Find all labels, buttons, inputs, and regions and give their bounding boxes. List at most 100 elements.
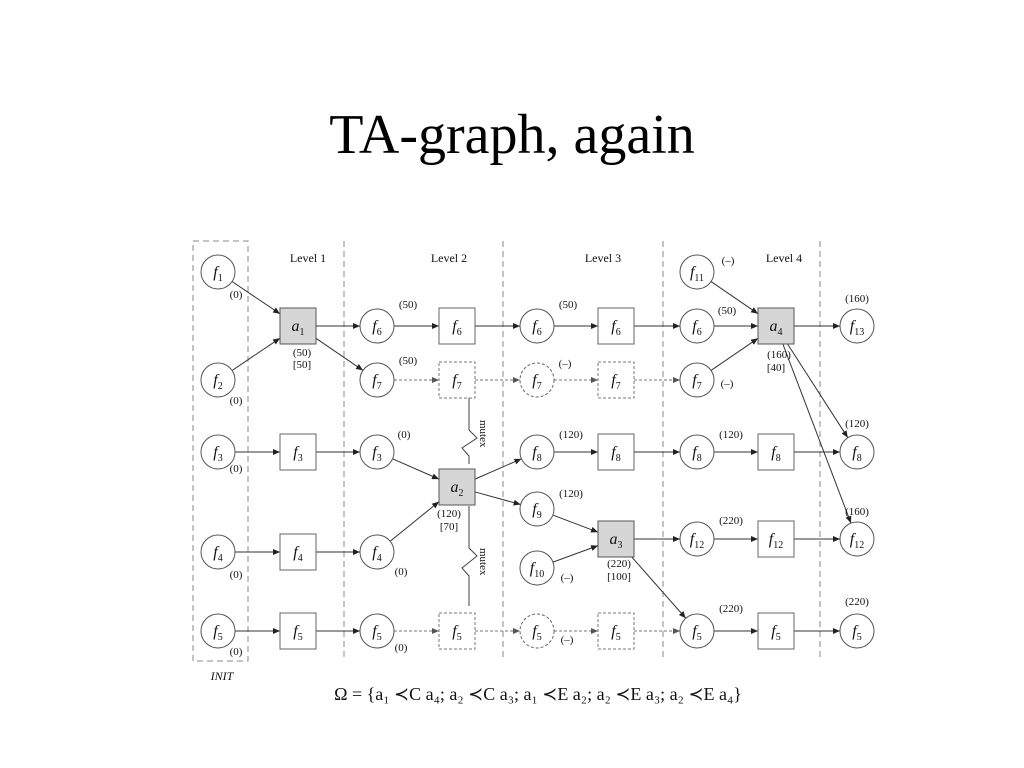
fact-circle <box>200 434 236 470</box>
edge-a2-to-l3-f8 <box>474 458 522 480</box>
node-label: f12 <box>690 531 704 551</box>
node-r2-f7: f7 <box>438 361 476 399</box>
fact-circle <box>359 613 395 649</box>
node-label: f5 <box>372 623 381 643</box>
fact-circle <box>359 308 395 344</box>
edge-init-f1-to-a1 <box>231 281 281 315</box>
edge-a1-to-l2-f7 <box>315 337 364 371</box>
level-4-label: Level 4 <box>766 251 802 265</box>
node-init-f5: f5 <box>200 613 236 649</box>
node-label: f5 <box>452 623 461 643</box>
node-label: f2 <box>213 372 222 392</box>
edge-init-f2-to-a1 <box>231 337 281 371</box>
node-l3-f5: f5 <box>519 613 555 649</box>
node-l4-f8: f8 <box>679 434 715 470</box>
node-label: f5 <box>293 623 302 643</box>
node-label: f5 <box>692 623 701 643</box>
edge-a4-to-g-f8 <box>787 343 849 438</box>
edge-a4-to-g-f12 <box>782 343 852 524</box>
fact-circle <box>679 613 715 649</box>
node-a2: a2 <box>438 468 476 506</box>
constraint-formula: Ω = {a₁ ≺C a₄; a₂ ≺C a₃; a₁ ≺E a₂; a₂ ≺E… <box>334 684 742 704</box>
mutex-label-upper: mutex <box>477 420 489 448</box>
fact-circle <box>519 613 555 649</box>
cost-label-g-f12: (160) <box>845 506 869 518</box>
cost-label-l4-f11: (–) <box>722 255 735 267</box>
cost-label-a4-dur: [40] <box>767 362 785 374</box>
fact-circle <box>359 434 395 470</box>
cost-label-init-f4: (0) <box>230 569 243 581</box>
cost-label-l3-f6: (50) <box>559 299 578 311</box>
cost-label-a1-time: (50) <box>293 347 312 359</box>
cost-label-a3-dur: [100] <box>607 571 631 583</box>
cost-label-a2-time: (120) <box>437 508 461 520</box>
edge-l3-f10-to-a3 <box>552 545 599 563</box>
fact-circle <box>200 362 236 398</box>
node-g-f13: f13 <box>839 308 875 344</box>
node-label: f7 <box>372 372 381 392</box>
noop-box <box>438 361 476 399</box>
cost-label-l4-f7: (–) <box>721 378 734 390</box>
fact-circle <box>519 308 555 344</box>
node-a3: a3 <box>597 520 635 558</box>
fact-circle <box>839 521 875 557</box>
fact-circle <box>200 613 236 649</box>
slide-title: TA-graph, again <box>329 104 695 166</box>
node-label: f8 <box>692 444 701 464</box>
cost-label-l2-f5: (0) <box>395 642 408 654</box>
cost-label-l3-f9: (120) <box>559 488 583 500</box>
fact-circle <box>839 308 875 344</box>
action-box <box>597 520 635 558</box>
node-a1: a1 <box>279 307 317 345</box>
mutex-link-f7-a2 <box>461 398 478 464</box>
node-r4-f8: f8 <box>757 433 795 471</box>
node-label: f6 <box>372 318 381 338</box>
node-label: f5 <box>532 623 541 643</box>
node-l4-f6: f6 <box>679 308 715 344</box>
edge-a3-to-l4-f5 <box>631 556 687 619</box>
init-box <box>192 240 249 662</box>
fact-circle <box>679 521 715 557</box>
node-label: f12 <box>850 531 864 551</box>
edges <box>231 281 852 634</box>
noop-box <box>597 307 635 345</box>
fact-circle <box>519 434 555 470</box>
cost-label-l4-f5: (220) <box>719 603 743 615</box>
node-label: f6 <box>532 318 541 338</box>
noop-box <box>597 433 635 471</box>
node-l2-f4: f4 <box>359 534 395 570</box>
node-label: f3 <box>372 444 381 464</box>
fact-circle <box>200 254 236 290</box>
node-l2-f7: f7 <box>359 362 395 398</box>
node-l4-f7: f7 <box>679 362 715 398</box>
node-label: f8 <box>611 444 620 464</box>
node-label: f7 <box>532 372 541 392</box>
fact-circle <box>839 613 875 649</box>
node-r3-f7: f7 <box>597 361 635 399</box>
cost-label-l3-f7: (–) <box>559 358 572 370</box>
node-label: a1 <box>292 318 305 338</box>
cost-label-l4-f6: (50) <box>718 305 737 317</box>
node-g-f5: f5 <box>839 613 875 649</box>
node-label: f7 <box>452 372 461 392</box>
node-label: f6 <box>611 318 620 338</box>
node-label: f7 <box>611 372 620 392</box>
node-l3-f8: f8 <box>519 434 555 470</box>
noop-box <box>438 612 476 650</box>
node-init-f1: f1 <box>200 254 236 290</box>
node-l2-f5: f5 <box>359 613 395 649</box>
cost-label-a3-time: (220) <box>607 558 631 570</box>
node-label: f12 <box>769 531 783 551</box>
fact-circle <box>679 362 715 398</box>
mutex-links: mutex mutex <box>461 398 489 606</box>
node-label: f13 <box>850 318 864 338</box>
node-label: a4 <box>770 318 783 338</box>
node-g-f8: f8 <box>839 434 875 470</box>
fact-circle <box>679 254 715 290</box>
level-separators <box>192 240 821 662</box>
node-r4-f12: f12 <box>757 520 795 558</box>
cost-label-g-f13: (160) <box>845 293 869 305</box>
node-l2-f6: f6 <box>359 308 395 344</box>
cost-label-init-f5: (0) <box>230 646 243 658</box>
mutex-link-a2-f5 <box>461 506 478 606</box>
